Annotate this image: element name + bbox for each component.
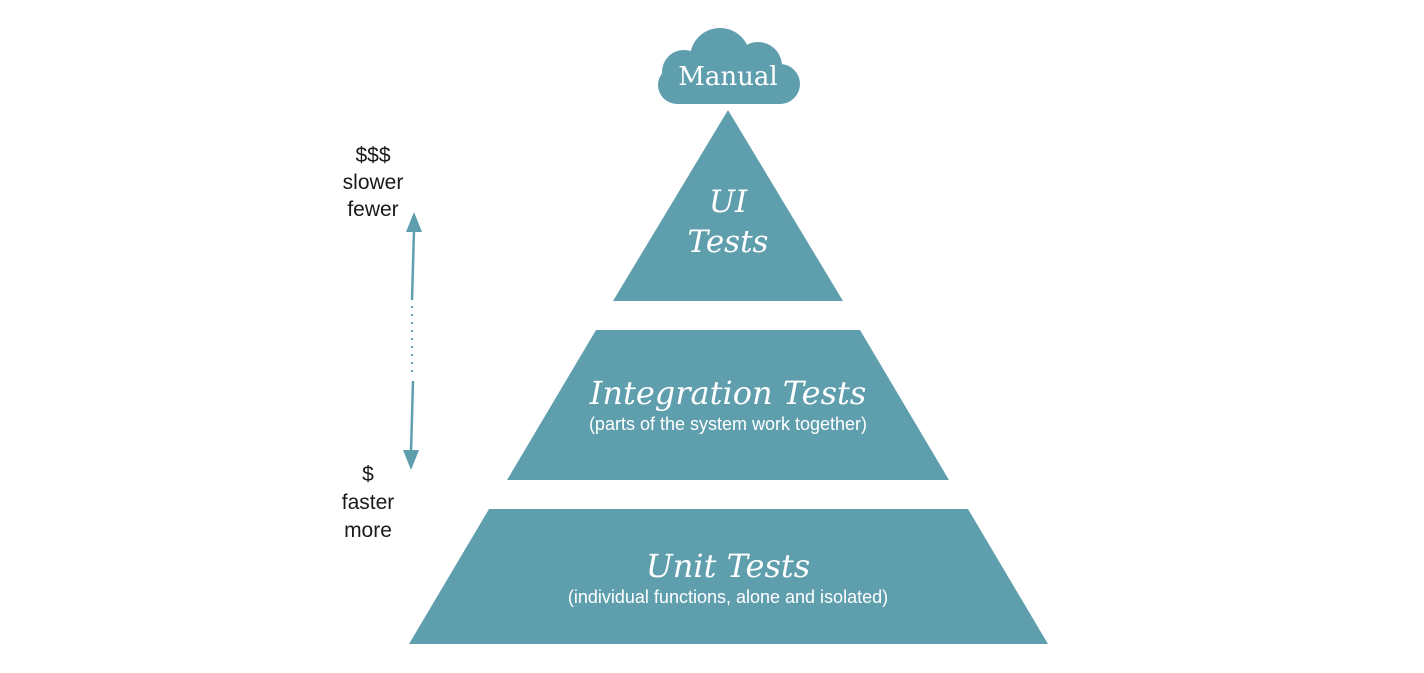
ui-tests-title-line1: UI bbox=[709, 184, 748, 220]
top-speed-label: slower bbox=[343, 171, 404, 194]
scale-bottom-labels: $ faster more bbox=[342, 463, 395, 542]
scale-top-labels: $$$ slower fewer bbox=[343, 144, 404, 221]
unit-tests-trapezoid bbox=[409, 509, 1048, 644]
manual-cloud: Manual bbox=[658, 28, 800, 104]
bottom-cost-label: $ bbox=[362, 463, 374, 486]
integration-tests-title: Integration Tests bbox=[589, 374, 867, 412]
ui-tests-triangle bbox=[613, 110, 843, 301]
top-quantity-label: fewer bbox=[347, 198, 398, 221]
arrow-head-down bbox=[403, 450, 419, 470]
top-cost-label: $$$ bbox=[355, 144, 390, 167]
double-arrow-icon bbox=[403, 212, 422, 470]
bottom-speed-label: faster bbox=[342, 491, 395, 514]
unit-tests-tier: Unit Tests (individual functions, alone … bbox=[409, 509, 1048, 644]
unit-tests-subtitle: (individual functions, alone and isolate… bbox=[568, 587, 888, 607]
integration-tests-trapezoid bbox=[507, 330, 949, 480]
arrow-head-up bbox=[406, 212, 422, 232]
cloud-icon bbox=[658, 28, 800, 104]
ui-tests-tier: UI Tests bbox=[613, 110, 843, 301]
manual-label: Manual bbox=[678, 62, 777, 92]
arrow-shaft-lower bbox=[409, 380, 415, 453]
integration-tests-tier: Integration Tests (parts of the system w… bbox=[507, 330, 949, 480]
arrow-shaft-upper bbox=[410, 229, 416, 301]
integration-tests-subtitle: (parts of the system work together) bbox=[589, 414, 867, 434]
unit-tests-title: Unit Tests bbox=[646, 547, 810, 585]
bottom-quantity-label: more bbox=[344, 519, 392, 542]
ui-tests-title-line2: Tests bbox=[688, 224, 769, 260]
